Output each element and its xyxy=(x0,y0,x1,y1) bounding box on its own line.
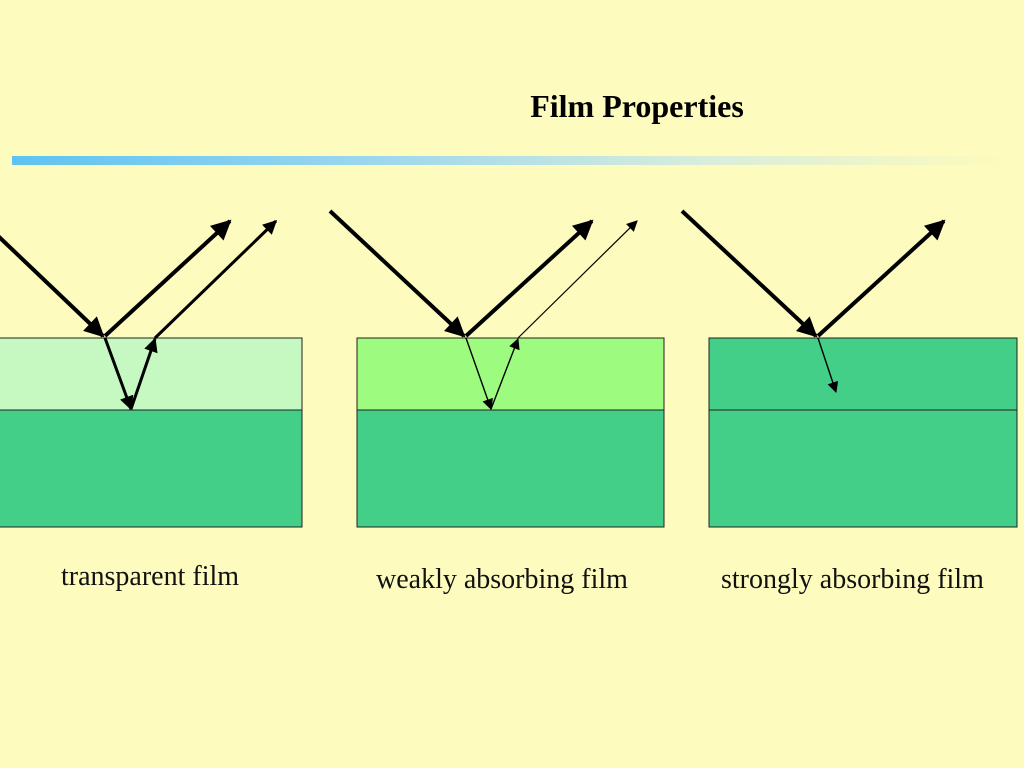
substrate-layer xyxy=(356,409,665,528)
film-layer-strongly-absorbing xyxy=(708,337,1018,411)
reflected-ray-surface xyxy=(103,219,232,338)
reflected-ray-surface xyxy=(464,219,594,338)
refracted-ray-down xyxy=(465,337,493,411)
incident-ray xyxy=(680,209,818,338)
title-underline xyxy=(12,156,1002,165)
refracted-ray-down xyxy=(103,337,134,411)
transmitted-reflected-ray xyxy=(153,219,278,340)
substrate-layer xyxy=(0,409,303,528)
refracted-ray-up xyxy=(490,337,520,410)
diagram-weakly-absorbing-film xyxy=(328,209,665,528)
absorbed-ray xyxy=(817,337,839,394)
caption-strongly-absorbing-film: strongly absorbing film xyxy=(721,564,984,595)
diagram-transparent-film xyxy=(0,219,303,528)
reflected-ray-surface xyxy=(816,219,946,338)
slide-title: Film Properties xyxy=(530,88,744,124)
substrate-layer xyxy=(708,409,1018,528)
film-layer-weakly-absorbing xyxy=(356,337,665,411)
diagram-strongly-absorbing-film xyxy=(680,209,1018,528)
refracted-ray-up xyxy=(129,337,158,410)
incident-ray xyxy=(0,235,105,338)
transmitted-reflected-ray xyxy=(517,220,638,339)
incident-ray xyxy=(328,209,466,338)
caption-transparent-film: transparent film xyxy=(61,561,240,592)
caption-weakly-absorbing-film: weakly absorbing film xyxy=(376,564,628,595)
